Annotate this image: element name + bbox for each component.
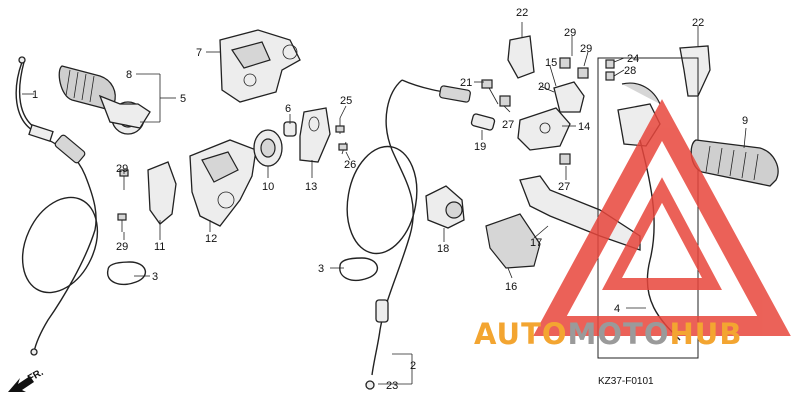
label-29c: 29 [564, 27, 576, 39]
throttle-housing-lower [189, 139, 257, 227]
label-7: 7 [196, 47, 202, 59]
grip-clamp [117, 161, 177, 232]
label-15: 15 [545, 57, 557, 69]
circlip-left [106, 261, 147, 286]
watermark [533, 99, 791, 336]
band-strap-right [679, 45, 711, 97]
svg-text:AUTOMOTOHUB: AUTOMOTOHUB [474, 317, 742, 351]
label-3b: 3 [318, 263, 324, 275]
watermark-moto: MOTO [568, 317, 670, 351]
label-13: 13 [305, 181, 317, 193]
label-2: 2 [410, 360, 416, 372]
label-25: 25 [340, 95, 352, 107]
throttle-pulley [253, 107, 348, 167]
part-labels: 1 2 3 3 4 5 6 7 8 9 10 11 12 13 14 15 16… [32, 7, 748, 392]
label-20: 20 [538, 81, 550, 93]
label-11: 11 [154, 241, 165, 253]
diagram-code: KZ37-F0101 [598, 376, 654, 387]
label-23: 23 [386, 380, 398, 392]
label-27b: 27 [558, 181, 570, 193]
label-18: 18 [437, 243, 449, 255]
label-16: 16 [505, 281, 517, 293]
watermark-hub: HUB [670, 317, 743, 351]
label-28: 28 [624, 65, 636, 77]
label-17: 17 [530, 237, 542, 249]
label-12: 12 [205, 233, 217, 245]
throttle-housing-upper [219, 29, 301, 103]
label-29d: 29 [580, 43, 592, 55]
label-8: 8 [126, 69, 132, 81]
label-29b: 29 [116, 241, 128, 253]
label-5: 5 [180, 93, 186, 105]
label-19: 19 [474, 141, 486, 153]
circlip-center [339, 257, 379, 282]
label-4: 4 [614, 303, 620, 315]
watermark-text: AUTOMOTOHUB [474, 317, 742, 351]
label-21: 21 [460, 77, 472, 89]
watermark-auto: AUTO [474, 317, 568, 351]
clutch-cable [346, 79, 471, 390]
label-10: 10 [262, 181, 274, 193]
label-22b: 22 [692, 17, 704, 29]
label-14: 14 [578, 121, 590, 133]
label-1: 1 [32, 89, 38, 101]
label-6: 6 [285, 103, 291, 115]
throttle-cable [15, 56, 99, 356]
label-27a: 27 [502, 119, 514, 131]
label-26: 26 [344, 159, 356, 171]
label-3a: 3 [152, 271, 158, 283]
lever-pivot [425, 185, 465, 229]
label-9: 9 [742, 115, 748, 127]
clutch-lever-holder [470, 57, 589, 165]
label-22a: 22 [516, 7, 528, 19]
label-29a: 29 [116, 163, 128, 175]
right-grip [690, 139, 779, 187]
direction-label: FR. [26, 367, 46, 385]
label-24: 24 [627, 53, 639, 65]
leader-lines [22, 22, 747, 385]
band-strap-left [507, 35, 535, 79]
throttle-grip [58, 65, 151, 135]
front-direction-arrow: FR. [8, 367, 46, 392]
